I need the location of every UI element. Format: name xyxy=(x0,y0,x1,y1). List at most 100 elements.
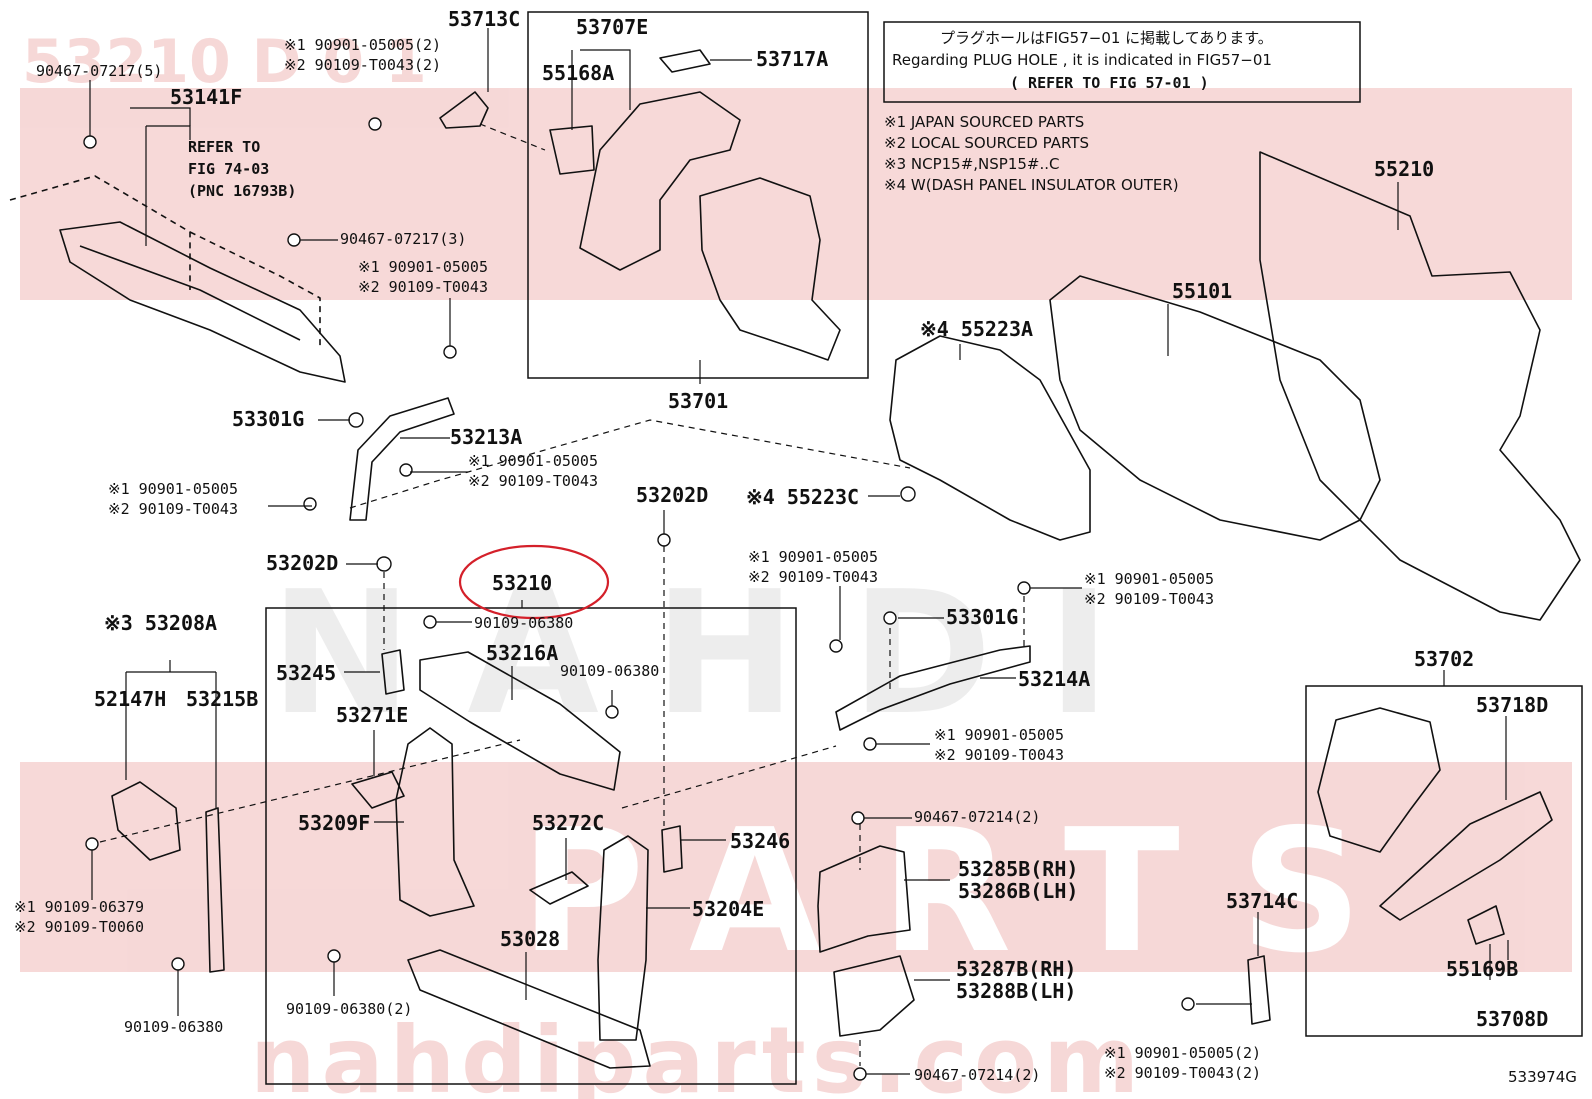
label-90467-07217-5: 90467-07217(5) xyxy=(36,62,162,80)
label-55223C: ※4 55223C xyxy=(746,485,859,509)
dashed-path xyxy=(349,419,911,509)
legend-item-1: ※1 JAPAN SOURCED PARTS xyxy=(884,113,1084,131)
legend-item-2: ※2 LOCAL SOURCED PARTS xyxy=(884,134,1089,152)
label-53213A-japan: ※1 90901-05005 xyxy=(468,452,598,470)
dashed-paths xyxy=(99,123,1025,1066)
bolt-icon xyxy=(863,737,877,751)
part-53714C-shape xyxy=(1247,955,1271,1025)
watermark-parts-text: PARTS xyxy=(520,793,1422,991)
label-53714C: 53714C xyxy=(1226,889,1298,913)
part-53216A-shape xyxy=(419,651,621,791)
info-line-ref: ( REFER TO FIG 57-01 ) xyxy=(1010,74,1209,92)
diagram-code: 533974G xyxy=(1508,1068,1577,1086)
watermark-band-top xyxy=(20,88,1572,300)
label-55223A: ※4 55223A xyxy=(920,317,1033,341)
label-90109-06380-2: 90109-06380(2) xyxy=(286,1000,412,1018)
label-left-local: ※2 90109-T0043 xyxy=(108,500,238,518)
label-55168A: 55168A xyxy=(542,61,614,85)
part-55210-shape xyxy=(1259,151,1581,621)
dashed-path xyxy=(479,123,546,151)
bolt-icon xyxy=(327,949,341,963)
part-55168A-shape xyxy=(549,125,595,175)
watermark-brand-text: NAHDI xyxy=(270,555,1165,753)
labels: 90467-07217(5) 53141F REFER TO FIG 74-03… xyxy=(14,7,1577,1086)
leader-line xyxy=(580,49,631,110)
label-53202D-right: 53202D xyxy=(636,483,708,507)
box-plug-hole-info xyxy=(883,21,1361,103)
label-90467-07214-2-top: 90467-07214(2) xyxy=(914,808,1040,826)
refer-note-line1: REFER TO xyxy=(188,138,260,156)
part-53285B-shape xyxy=(817,845,911,953)
part-53717A-shape xyxy=(659,49,711,73)
label-53028: 53028 xyxy=(500,927,560,951)
bolt-icon xyxy=(287,233,301,247)
info-line-jp: プラグホールはFIG57−01 に掲載してあります。 xyxy=(940,29,1273,47)
label-90467-07217-3: 90467-07217(3) xyxy=(340,230,466,248)
label-53210: 53210 xyxy=(492,571,552,595)
label-53214A-bottom-japan: ※1 90901-05005 xyxy=(934,726,1064,744)
label-53285B: 53285B(RH) xyxy=(958,857,1078,881)
watermark-url-text: nahdiparts.com xyxy=(250,1007,1145,1099)
label-53214A-bottom-local: ※2 90109-T0043 xyxy=(934,746,1064,764)
info-box: プラグホールはFIG57−01 に掲載してあります。 Regarding PLU… xyxy=(892,29,1273,92)
box-53701-assembly xyxy=(527,11,869,379)
bolt-icon xyxy=(368,117,382,131)
legend-item-3: ※3 NCP15#,NSP15#..C xyxy=(884,155,1060,173)
bolt-icon xyxy=(348,412,364,428)
label-right-local: ※2 90109-T0043 xyxy=(1084,590,1214,608)
bolt-icon xyxy=(1181,997,1195,1011)
bolt-icon xyxy=(900,486,916,502)
bolt-icon xyxy=(1017,581,1031,595)
highlight-ellipse xyxy=(458,544,610,620)
label-53213A: 53213A xyxy=(450,425,522,449)
bolt-icon xyxy=(883,611,897,625)
part-53141F-shape xyxy=(59,221,346,383)
label-bottom-left-japan: ※1 90109-06379 xyxy=(14,898,144,916)
bolt-icon xyxy=(851,811,865,825)
label-53717A: 53717A xyxy=(756,47,828,71)
part-53707E-shape xyxy=(579,91,741,271)
label-53287B: 53287B(RH) xyxy=(956,957,1076,981)
part-53287B-shape xyxy=(833,955,915,1037)
label-53246: 53246 xyxy=(730,829,790,853)
label-bottom-right-local: ※2 90109-T0043(2) xyxy=(1104,1064,1261,1082)
label-53288B: 53288B(LH) xyxy=(956,979,1076,1003)
bolt-icon xyxy=(303,497,317,511)
label-53702: 53702 xyxy=(1414,647,1474,671)
part-53215B-shape xyxy=(205,807,225,973)
label-53301G-left: 53301G xyxy=(232,407,304,431)
label-55169B: 55169B xyxy=(1446,957,1518,981)
label-53214A: 53214A xyxy=(1018,667,1090,691)
label-bottom-left-local: ※2 90109-T0060 xyxy=(14,918,144,936)
part-53141F-dashed-outline xyxy=(9,175,321,350)
legend: ※1 JAPAN SOURCED PARTS ※2 LOCAL SOURCED … xyxy=(884,113,1179,194)
part-53141F-inner xyxy=(79,245,301,341)
leader-lines xyxy=(89,28,1509,1075)
part-53272C-shape xyxy=(529,871,589,905)
label-53708D: 53708D xyxy=(1476,1007,1548,1031)
label-53713C-japan: ※1 90901-05005(2) xyxy=(284,36,441,54)
part-55169B-shape xyxy=(1467,905,1505,945)
info-line-en: Regarding PLUG HOLE , it is indicated in… xyxy=(892,51,1272,69)
part-55101-shape xyxy=(1049,275,1381,541)
label-53214A-top-local: ※2 90109-T0043 xyxy=(748,568,878,586)
label-53301G-right: 53301G xyxy=(946,605,1018,629)
label-53286B: 53286B(LH) xyxy=(958,879,1078,903)
fasteners xyxy=(83,117,1195,1081)
bolt-icon xyxy=(85,837,99,851)
label-53202D-left: 53202D xyxy=(266,551,338,575)
part-drawings xyxy=(9,49,1581,1069)
label-52147H: 52147H xyxy=(94,687,166,711)
part-52147H-shape xyxy=(111,781,181,861)
refer-note-line2: FIG 74-03 xyxy=(188,160,269,178)
part-53209F-shape xyxy=(395,727,475,917)
refer-note-line3: (PNC 16793B) xyxy=(188,182,296,200)
part-53701-fender-shape xyxy=(699,177,841,361)
label-53713C: 53713C xyxy=(448,7,520,31)
label-53713C-local: ※2 90109-T0043(2) xyxy=(284,56,441,74)
label-53718D: 53718D xyxy=(1476,693,1548,717)
label-53214A-top-japan: ※1 90901-05005 xyxy=(748,548,878,566)
label-90109-06380-c: 90109-06380 xyxy=(124,1018,223,1036)
bolt-icon xyxy=(171,957,185,971)
